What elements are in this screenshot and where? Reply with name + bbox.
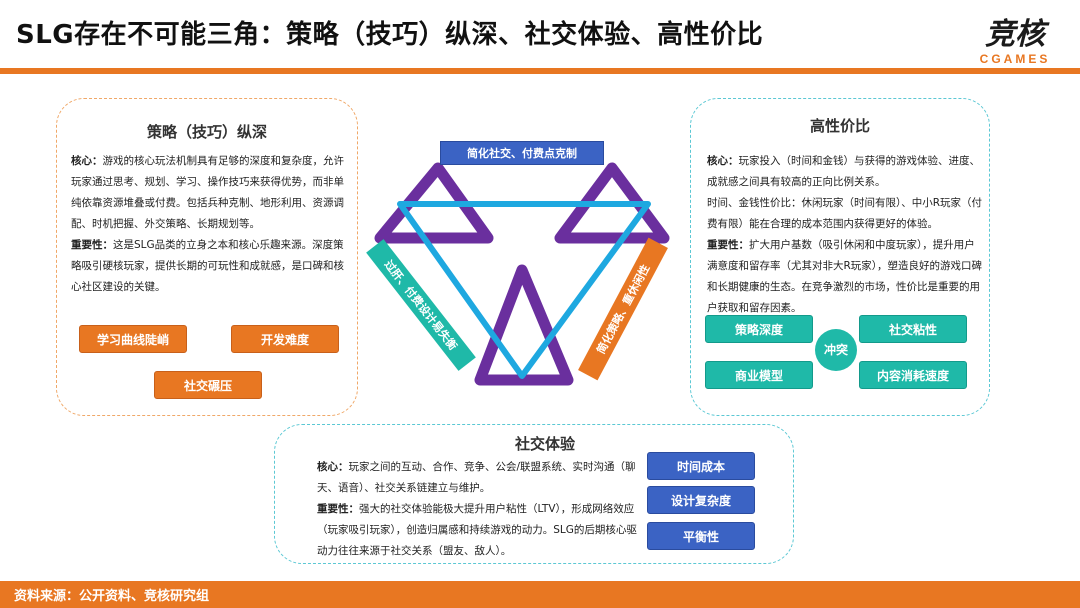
tag-business-model: 商业模型 xyxy=(705,361,813,389)
strategy-title: 策略（技巧）纵深 xyxy=(146,123,267,141)
value-core-text: 玩家投入（时间和金钱）与获得的游戏体验、进度、成就感之间具有较高的正向比例关系。 xyxy=(707,155,980,188)
purple-triangle-bottom xyxy=(474,264,574,386)
tag-strategy-depth: 策略深度 xyxy=(705,315,813,343)
conflict-badge: 冲突 xyxy=(815,329,857,371)
value-importance-text: 扩大用户基数（吸引休闲和中度玩家），提升用户满意度和留存率（尤其对非大R玩家），… xyxy=(707,239,983,314)
logo-en-text: CGAMES xyxy=(979,52,1051,66)
tag-time-cost: 时间成本 xyxy=(647,452,755,480)
diagram-top-label: 简化社交、付费点克制 xyxy=(440,141,604,165)
social-importance-label: 重要性： xyxy=(317,503,359,515)
value-panel: 高性价比 核心：玩家投入（时间和金钱）与获得的游戏体验、进度、成就感之间具有较高… xyxy=(690,98,990,416)
social-core-label: 核心： xyxy=(317,461,349,473)
value-core-label: 核心： xyxy=(707,155,739,167)
page-title: SLG存在不可能三角：策略（技巧）纵深、社交体验、高性价比 xyxy=(16,20,764,50)
brand-logo: 竞核 CGAMES xyxy=(970,18,1060,78)
logo-cn-text: 竞核 xyxy=(985,17,1045,52)
strategy-importance-label: 重要性： xyxy=(71,239,113,251)
footer-bar: 资料来源：公开资料、竞核研究组 xyxy=(0,581,1080,608)
tag-social-crush: 社交碾压 xyxy=(154,371,262,399)
strategy-importance-text: 这是SLG品类的立身之本和核心乐趣来源。深度策略吸引硬核玩家，提供长期的可玩性和… xyxy=(71,239,344,293)
tag-content-consumption: 内容消耗速度 xyxy=(859,361,967,389)
value-title: 高性价比 xyxy=(809,117,870,135)
tag-balance: 平衡性 xyxy=(647,522,755,550)
social-description: 核心：玩家之间的互动、合作、竞争、公会/联盟系统、实时沟通（聊天、语音）、社交关… xyxy=(317,457,637,562)
tag-social-stickiness: 社交粘性 xyxy=(859,315,967,343)
social-importance-text: 强大的社交体验能极大提升用户粘性（LTV），形成网络效应（玩家吸引玩家），创造归… xyxy=(317,503,637,557)
social-core-text: 玩家之间的互动、合作、竞争、公会/联盟系统、实时沟通（聊天、语音）、社交关系链建… xyxy=(317,461,636,494)
header-divider xyxy=(0,68,1080,74)
value-importance-label: 重要性： xyxy=(707,239,749,251)
blue-inverted-triangle xyxy=(397,201,651,379)
social-title: 社交体验 xyxy=(514,435,575,453)
tag-design-complexity: 设计复杂度 xyxy=(647,486,755,514)
value-description: 核心：玩家投入（时间和金钱）与获得的游戏体验、进度、成就感之间具有较高的正向比例… xyxy=(707,151,983,319)
tag-learning-curve: 学习曲线陡峭 xyxy=(79,325,187,353)
strategy-core-label: 核心： xyxy=(71,155,103,167)
social-panel: 社交体验 核心：玩家之间的互动、合作、竞争、公会/联盟系统、实时沟通（聊天、语音… xyxy=(274,424,794,564)
value-extra-text: 时间、金钱性价比：休闲玩家（时间有限）、中小R玩家（付费有限）能在合理的成本范围… xyxy=(707,197,983,230)
strategy-panel: 策略（技巧）纵深 核心：游戏的核心玩法机制具有足够的深度和复杂度，允许玩家通过思… xyxy=(56,98,358,416)
tag-dev-difficulty: 开发难度 xyxy=(231,325,339,353)
footer-source: 资料来源：公开资料、竞核研究组 xyxy=(14,589,210,604)
strategy-description: 核心：游戏的核心玩法机制具有足够的深度和复杂度，允许玩家通过思考、规划、学习、操… xyxy=(71,151,347,298)
strategy-core-text: 游戏的核心玩法机制具有足够的深度和复杂度，允许玩家通过思考、规划、学习、操作技巧… xyxy=(71,155,344,230)
